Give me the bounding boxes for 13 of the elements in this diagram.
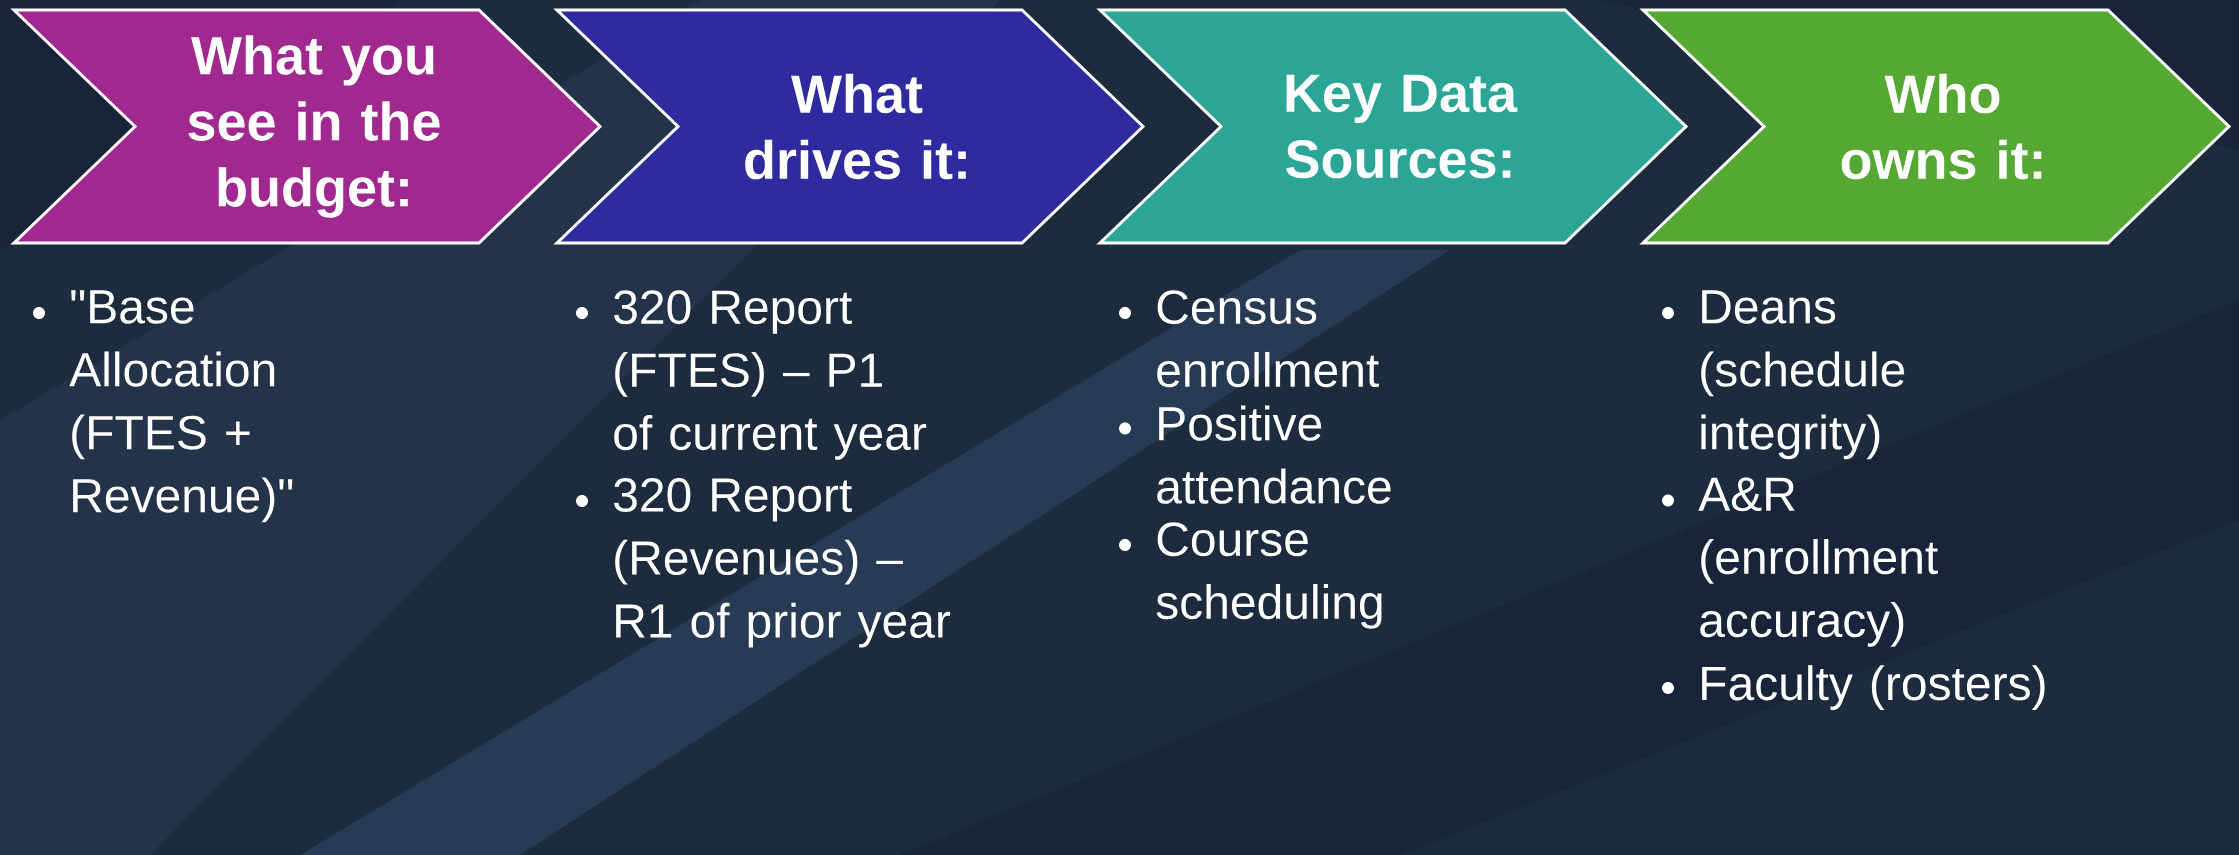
bullet-item: 320 Report (Revenues) – R1 of prior year [576,478,951,648]
bullet-item: Faculty (rosters) [1662,665,2045,710]
process-step: What you see in the budget: [10,8,603,245]
bullet-item: "Base Allocation (FTES + Revenue)" [33,290,293,523]
bullet-item: Course scheduling [1119,522,1382,629]
process-step: Who owns it: [1639,8,2232,245]
process-step: What drives it: [553,8,1146,245]
process-step: Key Data Sources: [1096,8,1689,245]
bullet-item: A&R (enrollment accuracy) [1662,477,1938,647]
bullet-item: Deans (schedule integrity) [1662,290,1905,460]
bullet-item: Positive attendance [1119,405,1391,504]
bullet-item: 320 Report (FTES) – P1 of current year [576,290,927,460]
bullet-item: Census enrollment [1119,290,1379,388]
